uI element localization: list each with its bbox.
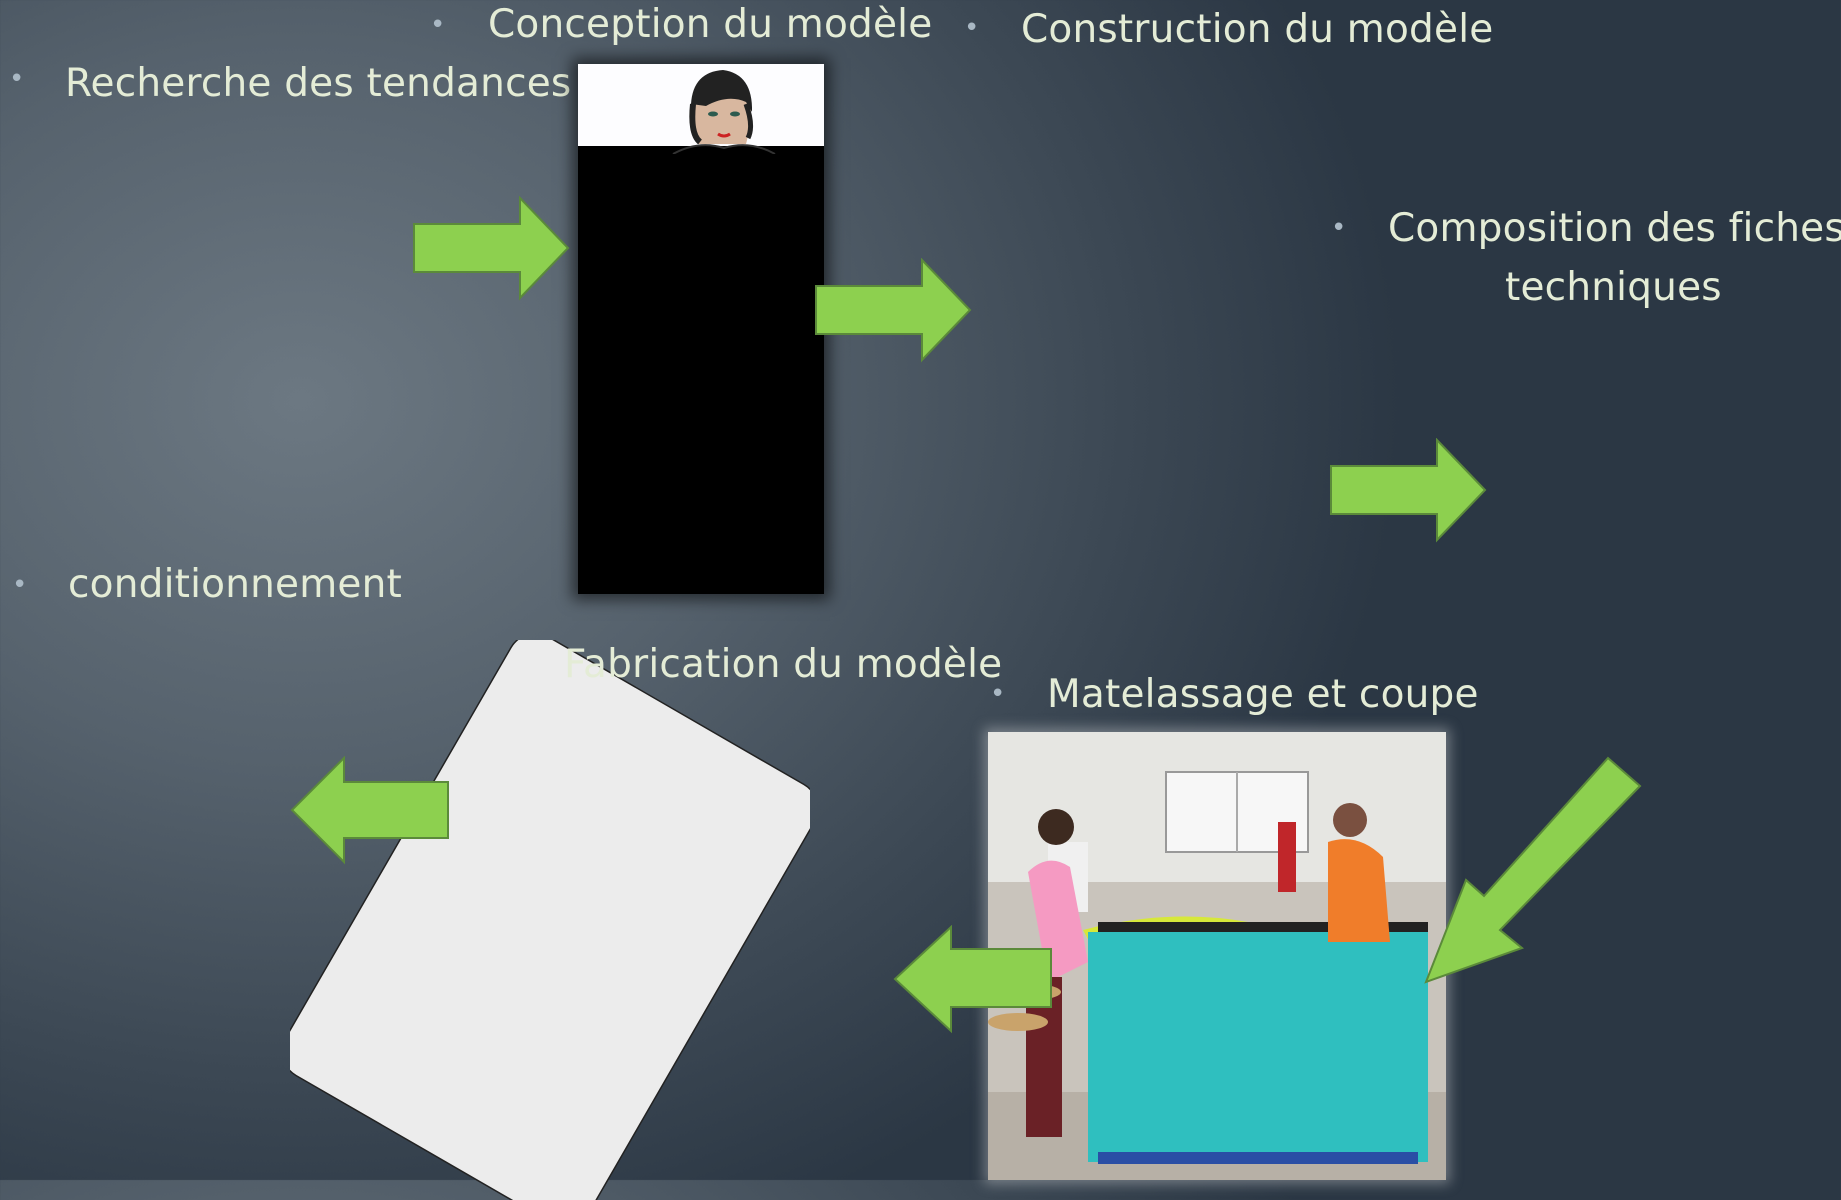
bullet-packaging: • [12, 570, 28, 600]
bullet-construction: • [964, 13, 980, 43]
bullet-spreading: • [990, 679, 1006, 709]
fashion-sketch-image [578, 64, 824, 594]
label-design: Conception du modèle [488, 2, 933, 47]
label-packaging: conditionnement [68, 562, 403, 607]
arrow-left-1 [893, 925, 1052, 1034]
arrow-left-2 [290, 756, 449, 865]
label-trends: Recherche des tendances [65, 61, 572, 106]
workshop-photo [988, 732, 1446, 1180]
bullet-design: • [430, 10, 446, 40]
bullet-tech-sheets: • [1331, 213, 1347, 243]
arrow-down-left [1424, 756, 1642, 984]
label-construction: Construction du modèle [1021, 7, 1494, 52]
label-tech-sheets-line2: techniques [1505, 265, 1722, 310]
label-tech-sheets-line1: Composition des fiches [1388, 206, 1841, 251]
arrow-right-1 [413, 196, 570, 301]
arrow-right-3 [1330, 438, 1487, 543]
label-spreading-cutting: Matelassage et coupe [1047, 672, 1479, 717]
manufacturing-image-placeholder [290, 640, 810, 1200]
label-manufacturing: Fabrication du modèle [564, 642, 1003, 687]
bullet-trends: • [9, 64, 25, 94]
arrow-right-2 [815, 258, 972, 363]
